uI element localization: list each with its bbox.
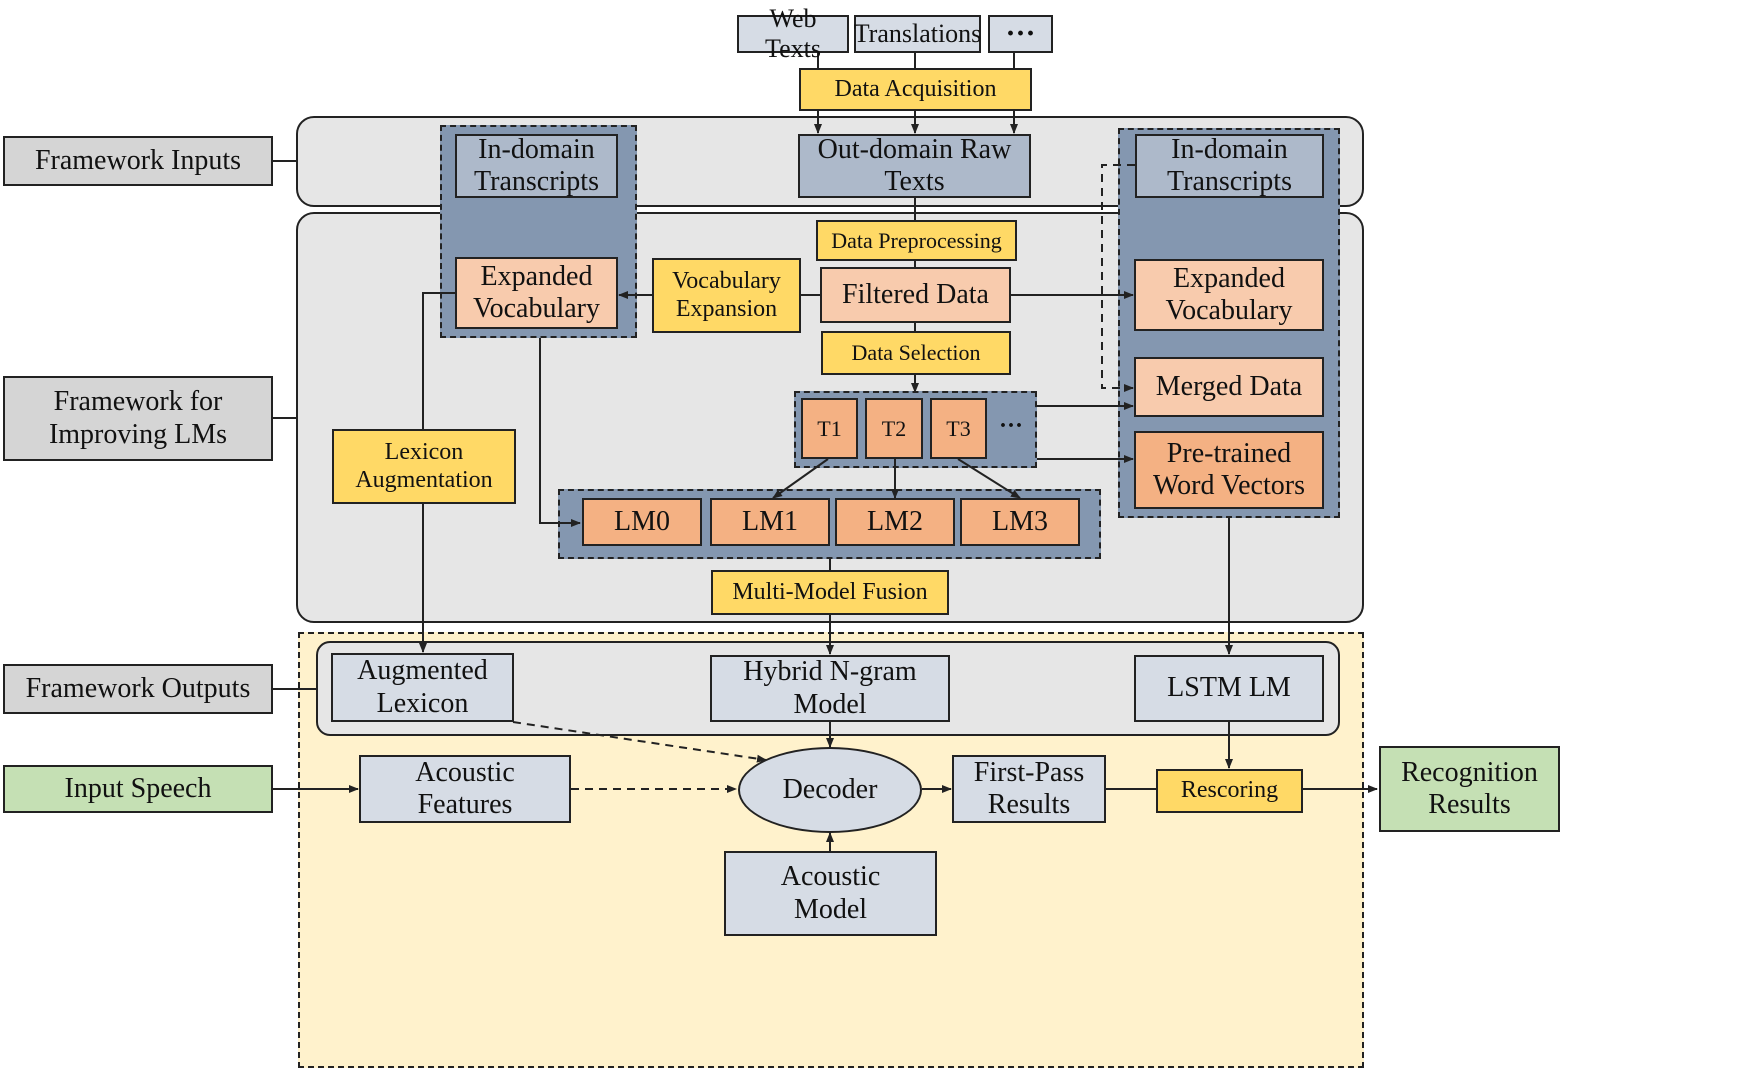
edge-leftvocab-lm0 <box>539 338 581 527</box>
lstm-lm-box: LSTM LM <box>1134 655 1324 722</box>
rescoring-box: Rescoring <box>1156 769 1303 813</box>
lm1-box: LM1 <box>710 498 830 546</box>
edge-rightindomain-merged <box>1101 164 1135 392</box>
subset-t2: T2 <box>865 398 923 459</box>
multi-model-fusion-box: Multi-Model Fusion <box>711 570 949 615</box>
vocabulary-expansion-box: Vocabulary Expansion <box>652 258 801 333</box>
data-selection-box: Data Selection <box>821 331 1011 375</box>
data-acquisition-box: Data Acquisition <box>799 68 1032 111</box>
label-recognition-results: Recognition Results <box>1379 746 1560 832</box>
data-preprocessing-box: Data Preprocessing <box>816 220 1017 261</box>
edge-leftvocab-lexaug <box>422 292 455 429</box>
acoustic-features-box: Acoustic Features <box>359 755 571 823</box>
right-expanded-vocabulary: Expanded Vocabulary <box>1134 259 1324 331</box>
left-in-domain-transcripts: In-domain Transcripts <box>455 134 618 198</box>
merged-data-box: Merged Data <box>1134 357 1324 417</box>
edge-auglex-decoder <box>512 721 767 763</box>
subset-t1: T1 <box>801 398 858 459</box>
label-framework-outputs: Framework Outputs <box>3 664 273 714</box>
pretrained-word-vectors-box: Pre-trained Word Vectors <box>1134 431 1324 509</box>
decoder-ellipse: Decoder <box>738 747 922 833</box>
source-translations: Translations <box>854 15 981 53</box>
edge-t3-lm3 <box>957 458 1021 499</box>
subset-ellipsis: ··· <box>998 413 1023 439</box>
hybrid-ngram-model-box: Hybrid N-gram Model <box>710 655 950 722</box>
label-input-speech: Input Speech <box>3 765 273 813</box>
out-domain-raw-texts: Out-domain Raw Texts <box>798 134 1031 198</box>
right-in-domain-transcripts: In-domain Transcripts <box>1135 134 1324 198</box>
subset-t3: T3 <box>930 398 987 459</box>
lm3-box: LM3 <box>960 498 1080 546</box>
filtered-data-box: Filtered Data <box>820 267 1011 323</box>
lm0-box: LM0 <box>582 498 702 546</box>
acoustic-model-box: Acoustic Model <box>724 851 937 936</box>
source-ellipsis: ··· <box>988 15 1053 53</box>
label-framework-inputs: Framework Inputs <box>3 136 273 186</box>
source-web-texts: Web Texts <box>737 4 849 63</box>
left-expanded-vocabulary: Expanded Vocabulary <box>455 257 618 329</box>
lexicon-augmentation-box: Lexicon Augmentation <box>332 429 516 504</box>
edge-t1-lm1 <box>772 458 829 499</box>
augmented-lexicon-box: Augmented Lexicon <box>331 653 514 722</box>
label-framework-improving: Framework for Improving LMs <box>3 376 273 461</box>
first-pass-results-box: First-Pass Results <box>952 755 1106 823</box>
lm2-box: LM2 <box>835 498 955 546</box>
